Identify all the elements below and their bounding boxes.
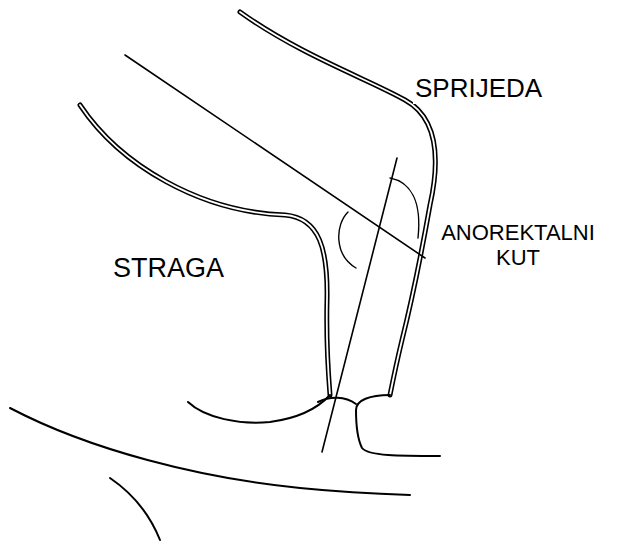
anterior-wall-outer: [240, 12, 435, 395]
anal-canal-axis-line: [322, 158, 397, 452]
anterior-wall-inner: [240, 12, 435, 395]
direction-label: STRAGA: [111, 253, 226, 284]
buttock-contour: [10, 408, 410, 495]
angle-arc: [339, 212, 356, 268]
posterior-wall-inner: [80, 105, 330, 395]
thigh-contour: [110, 478, 160, 540]
posterior-wall-outer: [80, 105, 330, 395]
direction-label: SPRIJEDA: [413, 74, 544, 104]
anal-opening: [318, 398, 356, 404]
posterior-anal-margin: [188, 395, 330, 423]
angle-label: ANOREKTALNI KUT: [432, 220, 604, 271]
angle-arc: [390, 178, 419, 238]
anterior-anal-margin: [356, 395, 440, 456]
